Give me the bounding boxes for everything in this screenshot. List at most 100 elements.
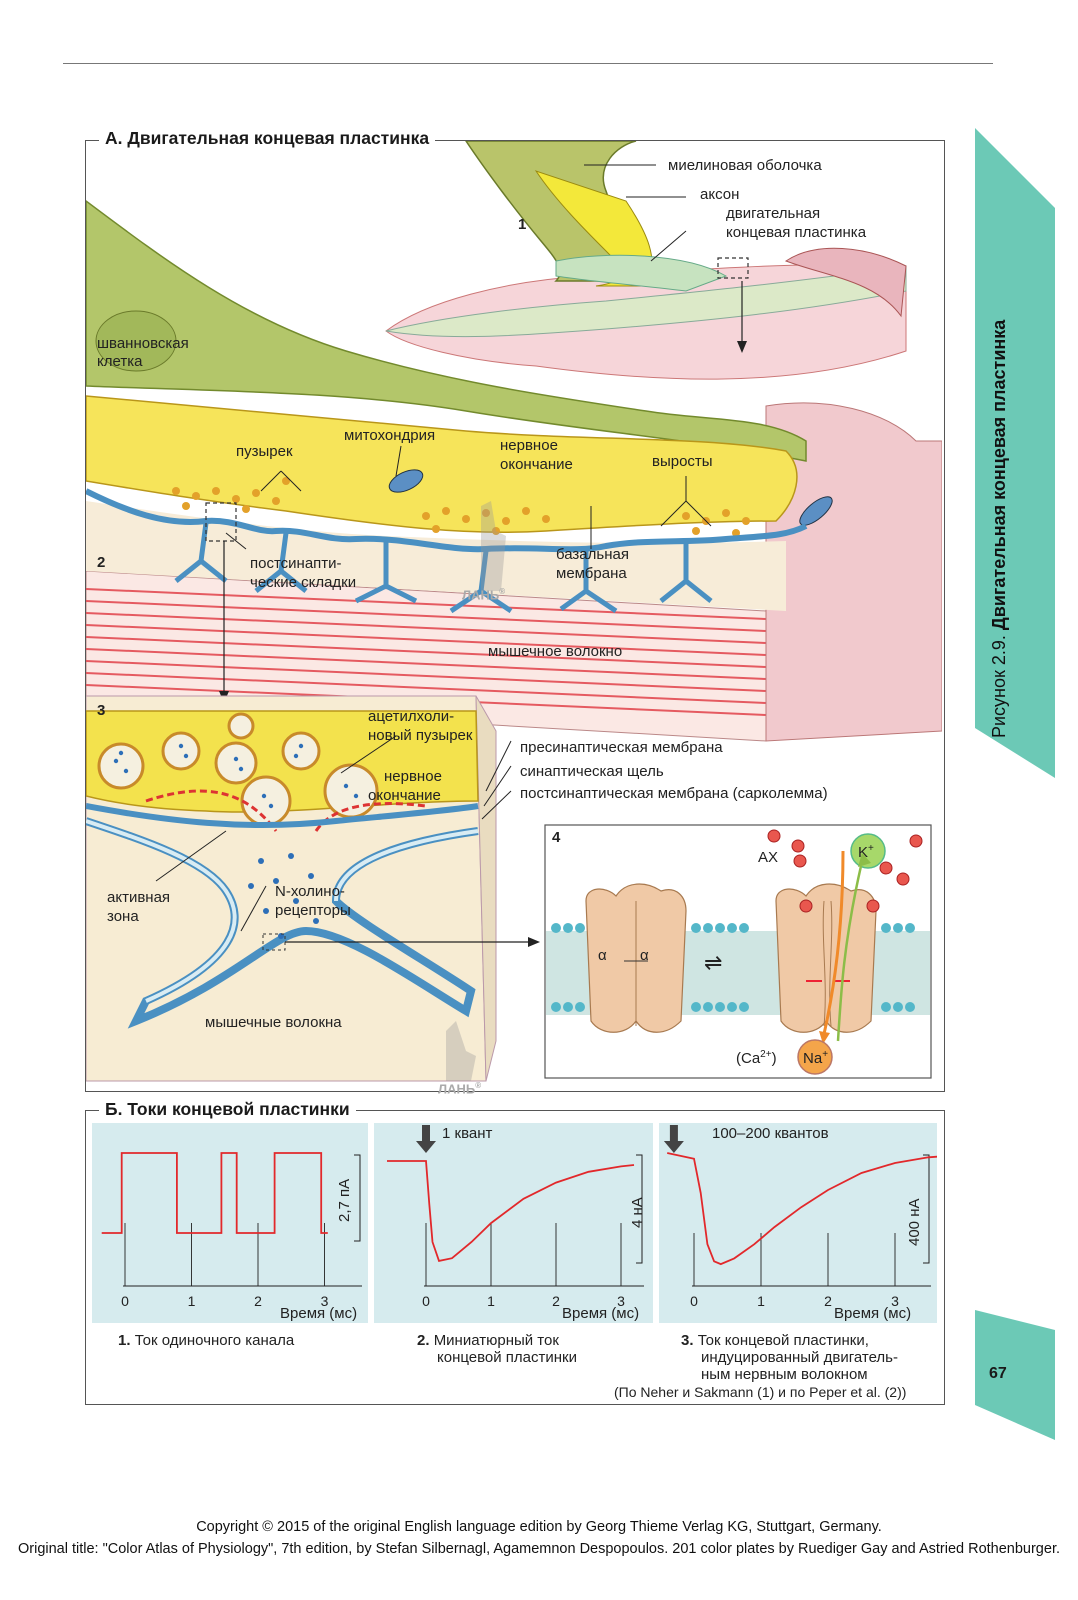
page-number-tab: 67 [975, 1310, 1078, 1440]
tick-label-3: 3 [891, 1293, 899, 1309]
na-charge: + [822, 1049, 829, 1060]
label-endplate-2: концевая пластинка [726, 224, 867, 241]
watermark-mark: ® [499, 587, 506, 596]
chart-1-scale-label: 2,7 пА [336, 1178, 353, 1222]
label-presyn: пресинаптическая мембрана [520, 739, 723, 756]
label-k-ion: K+ [858, 840, 874, 862]
series-line-1 [101, 1152, 328, 1234]
label-ach: АХ [758, 849, 779, 866]
panel-b-frame [85, 1110, 945, 1405]
source-note: (По Neher и Sakmann (1) и по Peper et al… [614, 1384, 907, 1400]
fig1-number: 1 [518, 216, 527, 233]
ca-prefix: (Ca [736, 1050, 761, 1067]
scale-bracket [636, 1154, 643, 1264]
watermark-text-2: ЛАНЬ® [438, 1077, 481, 1098]
alpha-left: α [598, 947, 607, 964]
page-tab-shape [975, 1310, 1055, 1440]
panel-a-title: А. Двигательная концевая пластинка [99, 128, 436, 149]
watermark-logo [446, 501, 506, 1081]
k-symbol: K [858, 844, 869, 861]
label-outgrowths: выросты [652, 453, 713, 470]
stimulus-arrow-shaft [422, 1125, 430, 1141]
chart-1-caption-num: 1. [118, 1332, 131, 1349]
label-active-zone-1: активная [107, 889, 171, 906]
chart-2-bg [374, 1123, 653, 1323]
alpha-right: α [640, 947, 649, 964]
chart-1-caption: 1. Ток одиночного канала [118, 1332, 294, 1349]
label-nerve-ending3-1: нервное [384, 768, 442, 785]
chart-2-annotation: 1 квант [442, 1125, 493, 1142]
chart-2-xlabel: Время (мс) [562, 1305, 640, 1322]
copyright-footer: Copyright © 2015 of the original English… [0, 1516, 1078, 1560]
label-ach-vesicle-2: новый пузырек [368, 727, 473, 744]
label-axon: аксон [700, 186, 740, 203]
chart-2-caption-line-2: концевой пластинки [437, 1349, 578, 1366]
label-myelin: миелиновая оболочка [668, 157, 822, 174]
label-ca-ion: (Ca2+) [736, 1046, 777, 1068]
label-endplate-1: двигательная [726, 205, 821, 222]
open-channel [775, 883, 877, 1033]
tick-label-3: 3 [321, 1293, 329, 1309]
copyright-line-1: Copyright © 2015 of the original English… [196, 1519, 882, 1535]
tick-label-0: 0 [121, 1293, 129, 1309]
label-muscle-fiber: мышечное волокно [488, 643, 623, 660]
side-tab-text: Рисунок 2.9. Двигательная концевая пласт… [989, 320, 1010, 738]
watermark-word: ЛАНЬ [462, 587, 500, 603]
exchange-symbol: ⇌ [704, 950, 723, 975]
tick-label-3: 3 [617, 1293, 625, 1309]
chart-2-caption-line-1: Миниатюрный ток [433, 1332, 559, 1349]
label-vesicle: пузырек [236, 443, 293, 460]
panel-a-illustration [86, 141, 942, 1082]
chart-3-caption: 3. Ток концевой пластинки, индуцированны… [681, 1332, 898, 1383]
na-symbol: Na [803, 1050, 823, 1067]
tick-label-0: 0 [690, 1293, 698, 1309]
figure-prefix: Рисунок 2.9. [989, 635, 1009, 738]
figure-title: Двигательная концевая пластинка [989, 319, 1009, 631]
chart-3-annotation: 100–200 квантов [712, 1125, 829, 1142]
stimulus-arrow-head [663, 1141, 684, 1153]
label-nerve-ending-1: нервное [500, 437, 558, 454]
chart-3-caption-line-2: индуцированный двигатель- [701, 1349, 898, 1366]
fig1-overview [385, 141, 907, 380]
chart-2-caption-num: 2. [417, 1332, 430, 1349]
label-schwann-2: клетка [97, 353, 143, 370]
tick-label-0: 0 [422, 1293, 430, 1309]
fig3-synapse [86, 695, 540, 1082]
label-active-zone-2: зона [107, 908, 139, 925]
chart-3-caption-num: 3. [681, 1332, 694, 1349]
tick-label-2: 2 [552, 1293, 560, 1309]
watermark-text-1: ЛАНЬ® [462, 583, 505, 604]
stimulus-arrow-head [416, 1141, 436, 1153]
label-cleft: синаптическая щель [520, 763, 664, 780]
series-line-3 [667, 1152, 937, 1266]
chart-3-xlabel: Время (мс) [834, 1305, 912, 1322]
fig3-number: 3 [97, 702, 106, 719]
copyright-line-2: Original title: "Color Atlas of Physiolo… [17, 1541, 1060, 1557]
tick-label-1: 1 [757, 1293, 765, 1309]
label-folds-1: постсинапти- [250, 555, 342, 572]
chart-2-scale-label: 4 нА [629, 1197, 646, 1228]
label-postsyn: постсинаптическая мембрана (сарколемма) [520, 785, 828, 802]
fig4-number: 4 [552, 829, 561, 846]
label-ncholino-2: рецепторы [275, 902, 351, 919]
label-nerve-ending-2: окончание [500, 456, 573, 473]
chart-3-scale-label: 400 нА [906, 1198, 923, 1246]
label-schwann-1: шванновская [97, 335, 189, 352]
label-ach-vesicle-1: ацетилхоли- [368, 708, 455, 725]
label-ncholino-1: N-холино- [275, 883, 345, 900]
label-folds-2: ческие складки [250, 574, 357, 591]
side-tab-shape [975, 128, 1055, 778]
side-tab: Рисунок 2.9. Двигательная концевая пласт… [975, 128, 1078, 778]
label-na-ion: Na+ [803, 1046, 828, 1068]
page-number: 67 [989, 1365, 1007, 1382]
scale-bracket [923, 1154, 930, 1264]
watermark-mark-2: ® [475, 1081, 482, 1090]
label-basal-2: мембрана [556, 565, 627, 582]
panel-b-title: Б. Токи концевой пластинки [99, 1099, 356, 1120]
chart-1-xlabel: Время (мс) [280, 1305, 358, 1322]
tick-label-2: 2 [254, 1293, 262, 1309]
watermark-word-2: ЛАНЬ [438, 1081, 476, 1097]
